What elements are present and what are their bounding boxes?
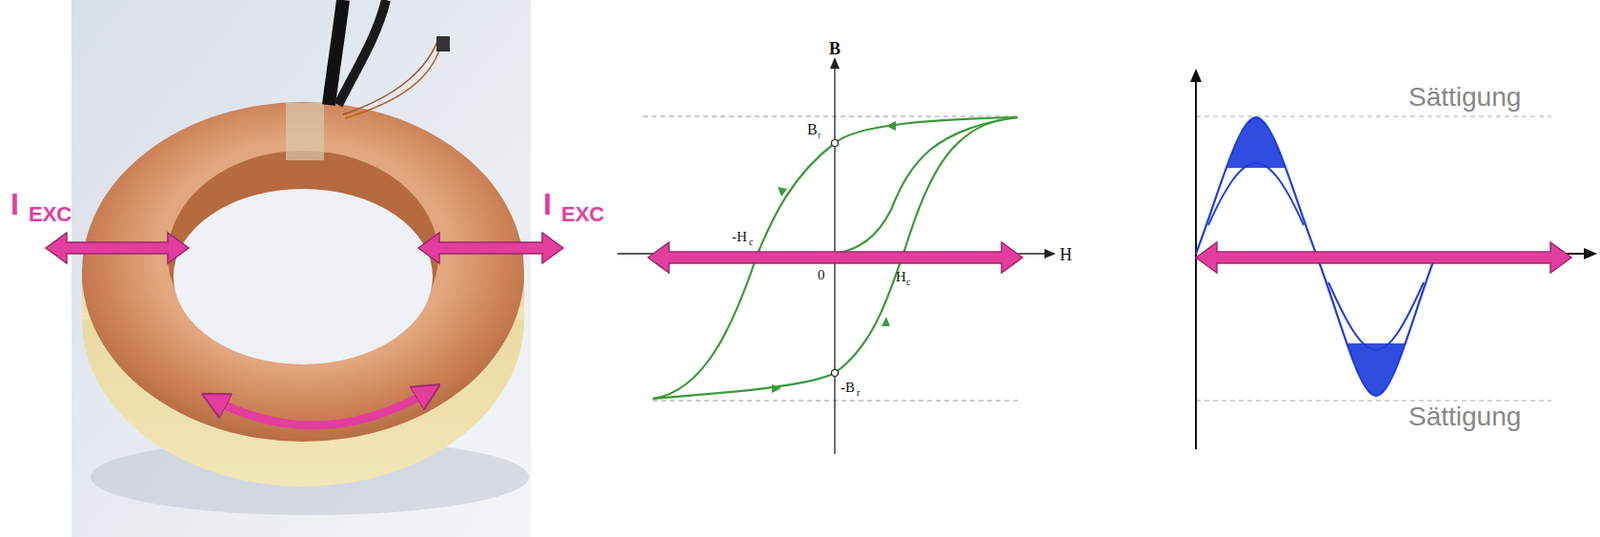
saturation-label: Sättigung xyxy=(1408,83,1521,111)
current-label: I xyxy=(10,188,20,220)
subscript: c xyxy=(906,277,911,287)
hysteresis-plot xyxy=(617,57,1056,454)
subscript: r xyxy=(856,387,860,398)
excitation-arrow xyxy=(1195,242,1572,273)
subscript: r xyxy=(817,129,822,141)
current-subscript: EXC xyxy=(28,203,72,225)
subscript: c xyxy=(749,237,753,247)
excitation-arrow xyxy=(648,242,1023,273)
coercivity-label: -H xyxy=(731,229,748,244)
axis-label: H xyxy=(1059,245,1073,264)
toroid-photo xyxy=(71,0,531,537)
origin-label: 0 xyxy=(817,267,826,283)
saturation-label: Sättigung xyxy=(1408,403,1521,430)
current-label: I xyxy=(543,188,552,220)
flux-arrow xyxy=(211,389,431,426)
current-subscript: EXC xyxy=(561,203,605,225)
coercivity-label: H xyxy=(895,269,907,284)
remanence-label: B xyxy=(807,121,818,138)
axis-label: B xyxy=(829,40,841,58)
remanence-label: -B xyxy=(840,380,855,395)
excitation-arrow xyxy=(45,232,564,264)
